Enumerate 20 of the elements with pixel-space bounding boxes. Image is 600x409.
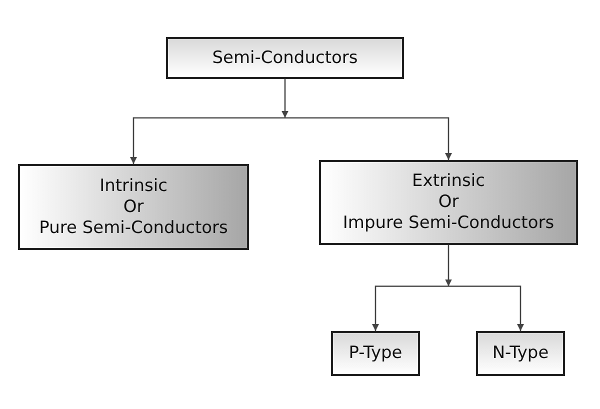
process-box [18, 164, 249, 250]
arrow [282, 79, 288, 118]
node-label: Or [438, 192, 459, 213]
node-label: Impure Semi-Conductors [342, 213, 554, 234]
arrow [448, 286, 524, 331]
process-box [319, 160, 578, 245]
node-label: Semi-Conductors [212, 48, 358, 68]
arrow [372, 286, 448, 331]
node-label: P-Type [348, 343, 402, 364]
arrow [445, 245, 452, 286]
node-label: Intrinsic [100, 176, 168, 196]
arrow [285, 117, 452, 160]
node-label: Or [123, 196, 144, 218]
node-label: Extrinsic [412, 171, 485, 192]
process-box [166, 37, 404, 79]
node-label: N-Type [492, 343, 549, 364]
process-box [476, 331, 565, 376]
node-label: Pure Semi-Conductors [39, 218, 228, 238]
process-box [331, 331, 420, 376]
arrow [130, 117, 285, 164]
